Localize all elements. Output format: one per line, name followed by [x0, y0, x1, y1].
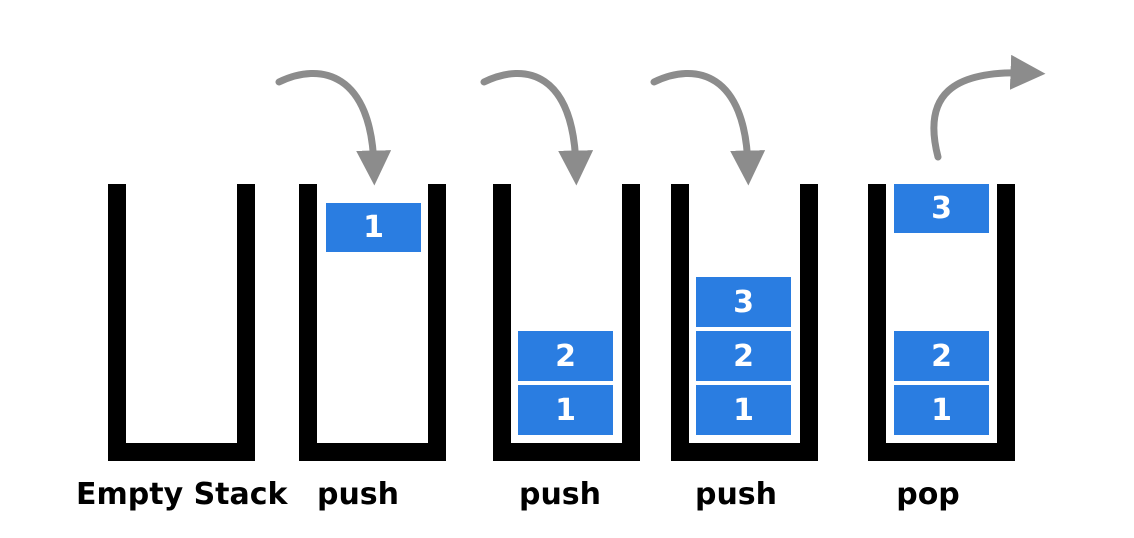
popped-block: 3 [894, 184, 989, 233]
stack-block: 3 [696, 277, 791, 327]
stack-label-pop: pop [896, 477, 960, 512]
curved-arrow-down-icon [275, 70, 392, 186]
stack-container [299, 184, 446, 461]
stack-container [671, 184, 818, 461]
stack-label-push: push [694, 477, 778, 512]
stack-block: 2 [696, 331, 791, 381]
stack-block: 1 [894, 385, 989, 435]
stack-block: 1 [696, 385, 791, 435]
stack-label-push: push [518, 477, 602, 512]
stack-block: 1 [326, 203, 421, 252]
curved-arrow-down-icon [480, 70, 594, 186]
stack-container [868, 184, 1015, 461]
stack-block: 2 [894, 331, 989, 381]
curved-arrow-down-icon [650, 70, 766, 186]
stack-label-empty: Empty Stack [76, 477, 288, 512]
stack-block: 2 [518, 331, 613, 381]
stack-container [108, 184, 255, 461]
stack-container [493, 184, 640, 461]
curved-arrow-up-right-icon [930, 54, 1046, 161]
stack-label-push: push [316, 477, 400, 512]
stack-block: 1 [518, 385, 613, 435]
